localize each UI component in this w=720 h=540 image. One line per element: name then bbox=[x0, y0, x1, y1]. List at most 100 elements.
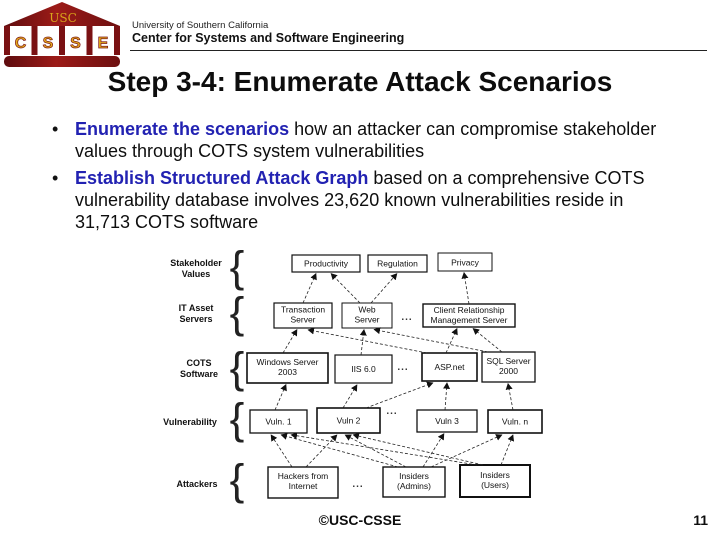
bullet-list: • Enumerate the scenarios how an attacke… bbox=[52, 118, 668, 238]
edge bbox=[330, 273, 361, 304]
edge bbox=[342, 384, 358, 409]
node-windows-server-2003 bbox=[246, 352, 329, 384]
node-insiders-admins bbox=[382, 466, 446, 498]
edge bbox=[274, 384, 287, 411]
brace-icon: { bbox=[230, 456, 245, 505]
edge bbox=[282, 329, 298, 354]
graph-nodes bbox=[246, 252, 543, 499]
brace-icon: { bbox=[230, 395, 245, 444]
node-hackers bbox=[267, 466, 339, 499]
edge bbox=[422, 433, 445, 468]
footer-copyright: ©USC-CSSE bbox=[318, 512, 402, 528]
edge bbox=[344, 434, 407, 468]
row-label: IT Asset bbox=[179, 303, 214, 313]
ellipsis-dots: ... bbox=[401, 312, 412, 323]
bullet-highlight: Establish Structured Attack Graph bbox=[75, 168, 369, 188]
node-iis-60 bbox=[334, 354, 393, 384]
ellipsis-dots: ... bbox=[386, 406, 397, 417]
attack-graph-edges bbox=[270, 272, 515, 468]
bullet-marker: • bbox=[52, 119, 59, 139]
row-label: Values bbox=[182, 269, 211, 279]
node-asp-net bbox=[421, 352, 478, 382]
node-web-server bbox=[341, 302, 393, 329]
edge bbox=[302, 273, 317, 304]
node-label: Productivity bbox=[304, 259, 349, 269]
logo-letter: S bbox=[70, 35, 81, 52]
node-label: Vuln. n bbox=[502, 417, 528, 427]
logo-roof-icon bbox=[4, 2, 120, 26]
bullet-rest: how an attacker can compromise stakehold… bbox=[75, 119, 657, 161]
node-transaction-server bbox=[273, 302, 333, 329]
edge bbox=[359, 329, 367, 356]
bullet-text: Enumerate the scenarios how an attacker … bbox=[75, 118, 665, 162]
node-vuln-3 bbox=[416, 409, 478, 433]
bullet-rest: based on a comprehensive COTS vulnerabil… bbox=[75, 168, 645, 232]
row-label: Software bbox=[180, 369, 218, 379]
row-label: Vulnerability bbox=[163, 417, 217, 427]
header-divider bbox=[130, 50, 707, 51]
node-vuln-2 bbox=[316, 407, 381, 434]
logo-letter: C bbox=[15, 35, 27, 52]
edge bbox=[365, 381, 434, 409]
edge bbox=[280, 433, 399, 468]
node-vuln-1 bbox=[249, 409, 308, 434]
edge bbox=[352, 432, 484, 466]
edge bbox=[430, 434, 503, 468]
edge bbox=[461, 272, 470, 305]
edge bbox=[307, 327, 428, 354]
node-label: Regulation bbox=[377, 259, 418, 269]
node-label: Insiders(Admins) bbox=[397, 471, 431, 491]
row-label: COTS bbox=[186, 358, 211, 368]
node-label: Insiders(Users) bbox=[480, 470, 510, 490]
page-number: 11 bbox=[693, 512, 708, 528]
edge bbox=[500, 434, 515, 466]
ellipsis-dots: ... bbox=[352, 479, 363, 490]
node-regulation bbox=[367, 254, 428, 273]
node-productivity bbox=[291, 254, 361, 273]
university-name: University of Southern California bbox=[132, 20, 269, 31]
logo-usc-text: USC bbox=[49, 11, 77, 25]
node-insiders-users bbox=[459, 464, 531, 498]
brace-icon: { bbox=[230, 344, 245, 393]
row-labels: Stakeholder Values IT Asset Servers COTS… bbox=[163, 258, 222, 489]
row-label: Servers bbox=[179, 314, 212, 324]
edge bbox=[270, 434, 293, 468]
brace-icon: { bbox=[230, 243, 245, 292]
center-name: Center for Systems and Software Engineer… bbox=[132, 31, 405, 46]
header-text: University of Southern California Center… bbox=[132, 20, 405, 46]
bullet-marker: • bbox=[52, 168, 59, 188]
usc-csse-logo: USC C S S E bbox=[4, 2, 120, 67]
logo-letter: E bbox=[98, 35, 109, 52]
logo-base-icon bbox=[4, 56, 120, 67]
node-label: ASP.net bbox=[434, 362, 465, 372]
node-label: Vuln 3 bbox=[435, 416, 459, 426]
row-label: Attackers bbox=[176, 479, 217, 489]
bullet-item: • Establish Structured Attack Graph base… bbox=[52, 167, 668, 233]
edge bbox=[472, 328, 503, 353]
edge bbox=[290, 432, 478, 466]
edge bbox=[305, 434, 338, 468]
node-vuln-n bbox=[487, 409, 543, 434]
brace-icon: { bbox=[230, 289, 245, 338]
node-sql-server-2000 bbox=[481, 351, 536, 383]
edge bbox=[373, 327, 489, 353]
edge bbox=[445, 328, 458, 354]
node-label: Vuln. 1 bbox=[265, 417, 291, 427]
bullet-text: Establish Structured Attack Graph based … bbox=[75, 167, 665, 233]
attack-graph-diagram: Stakeholder Values IT Asset Servers COTS… bbox=[163, 243, 543, 505]
bullet-item: • Enumerate the scenarios how an attacke… bbox=[52, 118, 668, 162]
node-label: Privacy bbox=[451, 258, 480, 268]
row-label: Stakeholder bbox=[170, 258, 222, 268]
graph-node-labels: Productivity Regulation Privacy Transact… bbox=[257, 258, 531, 492]
node-label: IIS 6.0 bbox=[351, 364, 376, 374]
bullet-highlight: Enumerate the scenarios bbox=[75, 119, 290, 139]
edge bbox=[370, 273, 398, 304]
ellipsis-dots: ... bbox=[397, 362, 408, 373]
